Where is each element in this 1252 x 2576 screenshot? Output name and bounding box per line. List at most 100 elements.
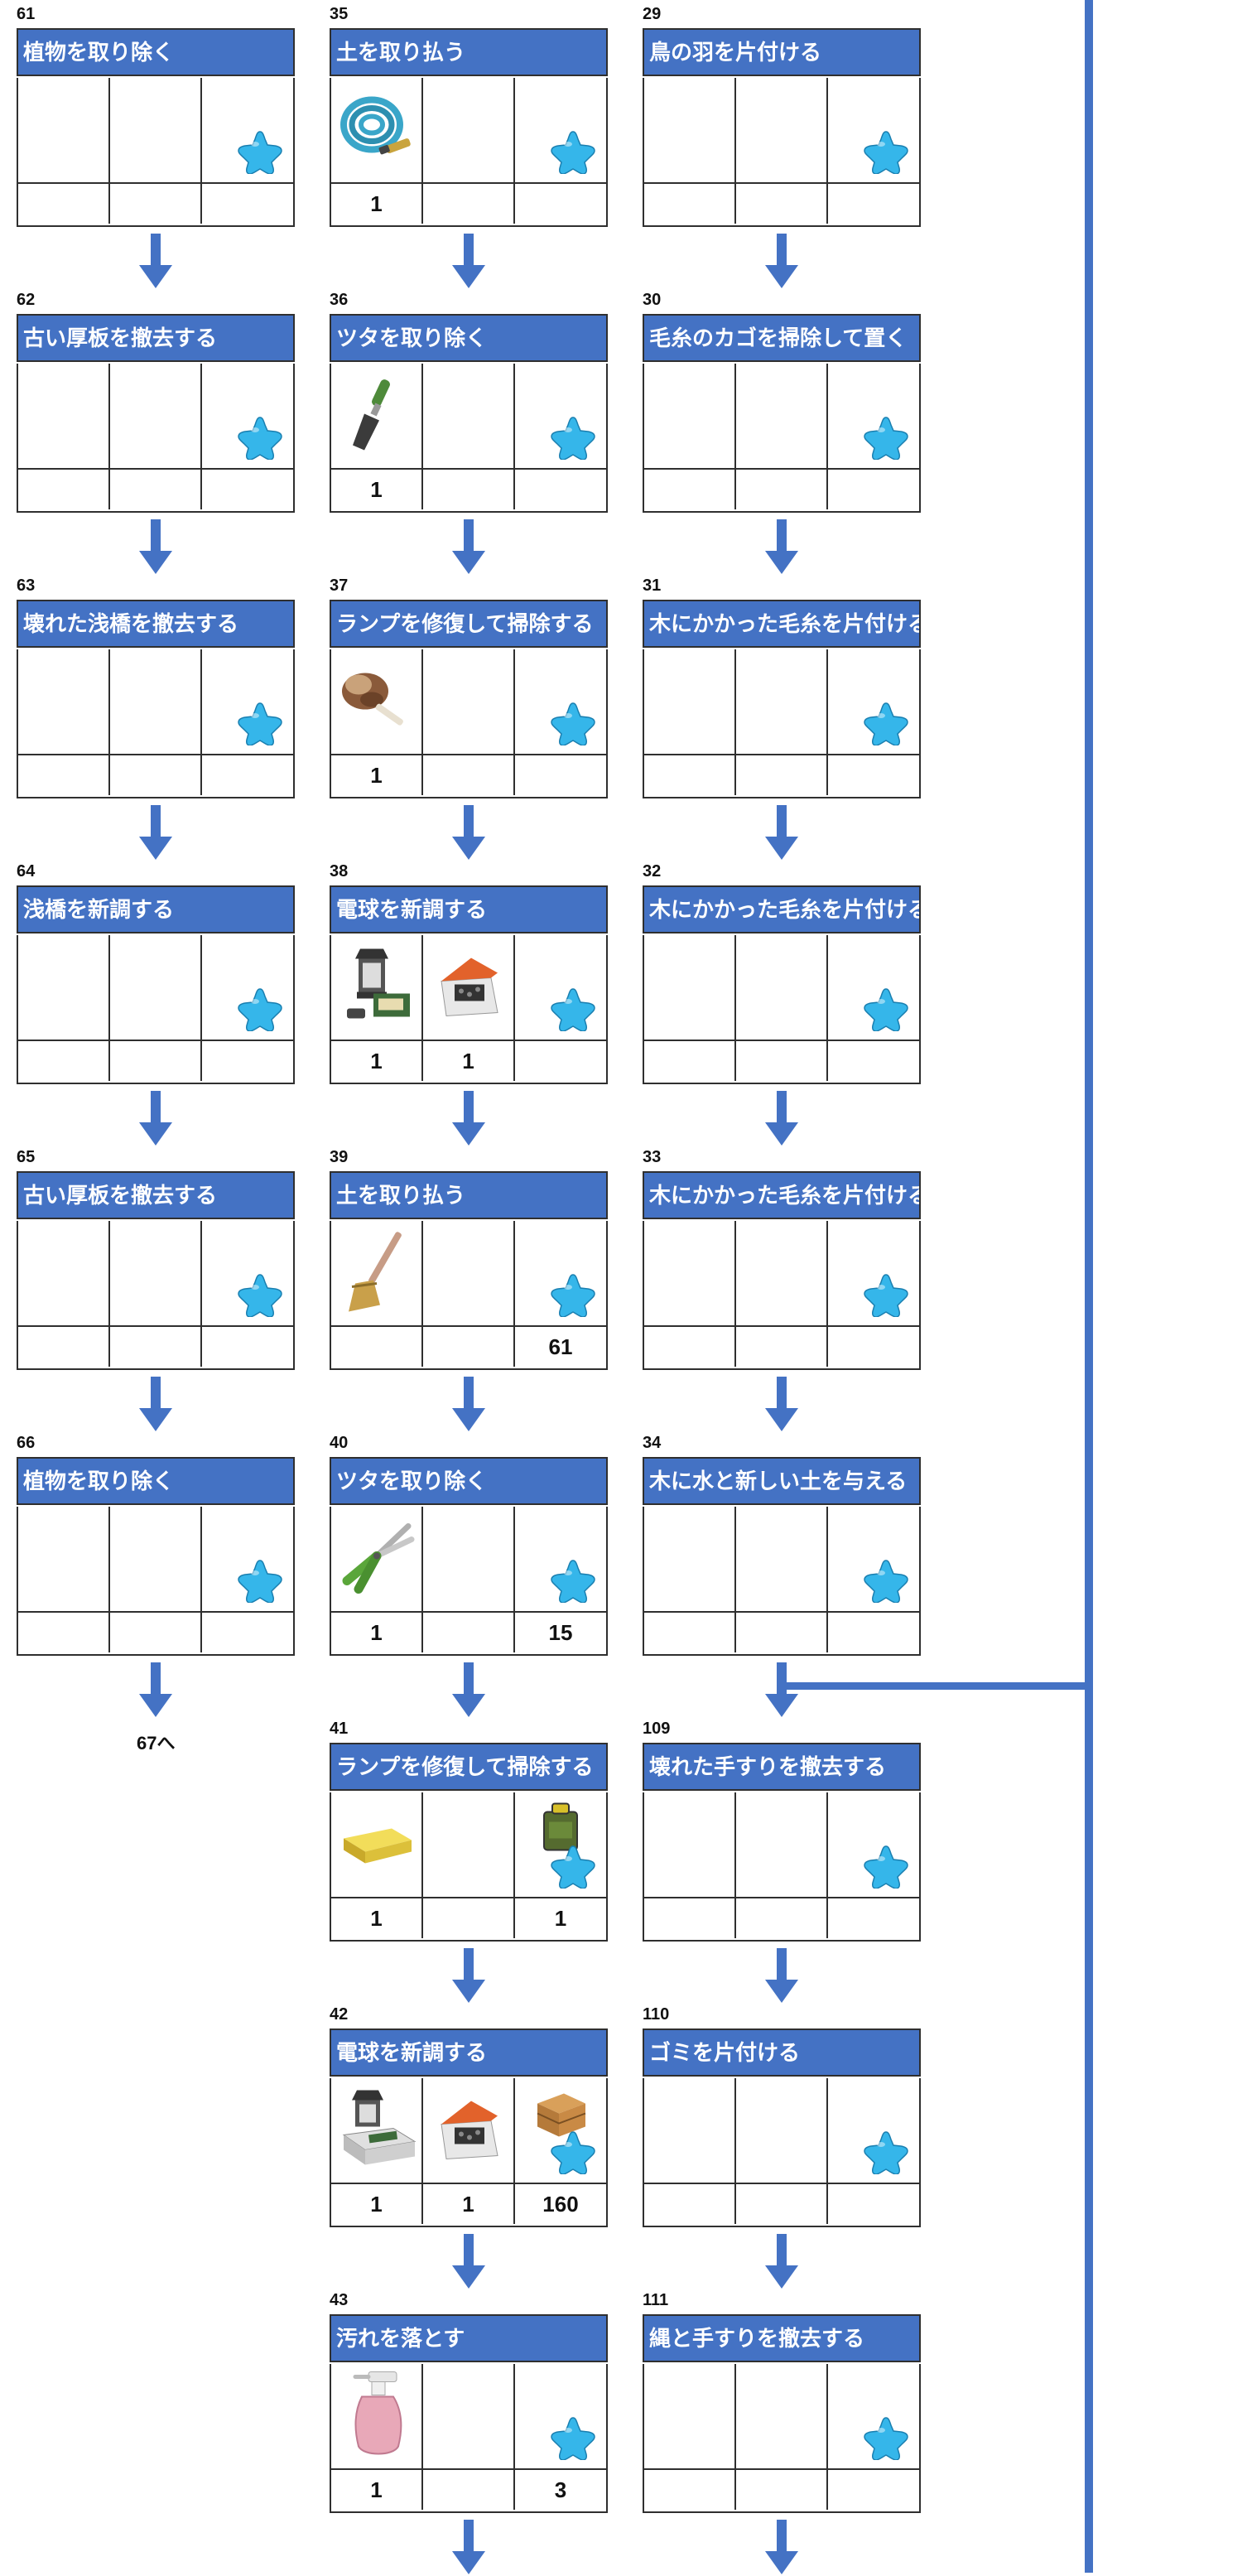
task-title: 植物を取り除く bbox=[17, 1457, 295, 1505]
task-card: 110 ゴミを片付ける bbox=[643, 2005, 921, 2229]
requirement-count: 1 bbox=[331, 184, 423, 224]
requirement-slot bbox=[423, 649, 515, 755]
requirement-count bbox=[736, 2184, 828, 2224]
requirement-slot bbox=[644, 1792, 736, 1898]
task-title: 植物を取り除く bbox=[17, 28, 295, 76]
task-requirements-grid bbox=[17, 649, 295, 798]
task-requirements-grid bbox=[643, 364, 921, 513]
task-number: 39 bbox=[330, 1148, 349, 1166]
flow-arrow-icon bbox=[452, 1377, 485, 1431]
toolbox-icon bbox=[431, 2091, 506, 2170]
requirement-count bbox=[18, 1041, 110, 1081]
connector-branch-line bbox=[778, 1682, 1089, 1690]
task-title: 古い厚板を撤去する bbox=[17, 314, 295, 362]
task-number: 30 bbox=[643, 291, 662, 309]
task-requirements-grid: 61 bbox=[330, 1221, 608, 1370]
requirement-slot bbox=[644, 364, 736, 470]
task-title: 縄と手すりを撤去する bbox=[643, 2314, 921, 2362]
requirement-slot bbox=[18, 78, 110, 184]
requirement-slot bbox=[423, 2078, 515, 2184]
flow-arrow-icon bbox=[765, 1091, 798, 1146]
task-number: 35 bbox=[330, 5, 349, 23]
flow-arrow-icon bbox=[765, 805, 798, 860]
flow-arrow-icon bbox=[452, 2234, 485, 2289]
requirement-count bbox=[644, 2470, 736, 2510]
requirement-slot bbox=[110, 649, 202, 755]
spray-bottle-icon bbox=[344, 2369, 410, 2464]
task-number: 109 bbox=[643, 1720, 671, 1738]
requirement-slot bbox=[515, 935, 606, 1041]
requirement-slot bbox=[515, 1507, 606, 1613]
task-card: 35 土を取り払う 1 bbox=[330, 5, 608, 229]
flow-arrow-icon bbox=[452, 1662, 485, 1717]
requirement-slot bbox=[736, 2078, 828, 2184]
task-title: 毛糸のカゴを掃除して置く bbox=[643, 314, 921, 362]
toolbox-icon bbox=[431, 948, 506, 1027]
task-title: 木に水と新しい土を与える bbox=[643, 1457, 921, 1505]
requirement-slot bbox=[202, 364, 293, 470]
task-number: 111 bbox=[643, 2291, 669, 2309]
task-title: ゴミを片付ける bbox=[643, 2028, 921, 2077]
flow-arrow-icon bbox=[139, 519, 172, 574]
task-number: 31 bbox=[643, 576, 662, 595]
requirement-slot bbox=[110, 935, 202, 1041]
requirement-slot bbox=[423, 1507, 515, 1613]
flow-arrow-icon bbox=[765, 2234, 798, 2289]
requirement-slot bbox=[423, 1221, 515, 1327]
task-number: 61 bbox=[17, 5, 36, 23]
requirement-count: 1 bbox=[331, 1898, 423, 1938]
requirement-slot bbox=[515, 364, 606, 470]
requirement-count: 1 bbox=[331, 1041, 423, 1081]
task-number: 110 bbox=[643, 2005, 670, 2024]
star-icon bbox=[551, 1274, 595, 1317]
requirement-slot bbox=[515, 1221, 606, 1327]
task-card: 64 浅橋を新調する bbox=[17, 862, 295, 1086]
task-title: 木にかかった毛糸を片付ける bbox=[643, 885, 921, 933]
requirement-slot bbox=[202, 78, 293, 184]
requirement-slot bbox=[736, 364, 828, 470]
requirement-count: 61 bbox=[548, 1334, 573, 1359]
task-number: 38 bbox=[330, 862, 349, 880]
task-number: 66 bbox=[17, 1434, 36, 1452]
requirement-count: 1 bbox=[331, 470, 423, 509]
requirement-slot bbox=[331, 78, 423, 184]
task-requirements-grid bbox=[17, 1221, 295, 1370]
task-requirements-grid bbox=[643, 1507, 921, 1656]
requirement-count bbox=[202, 1041, 293, 1081]
task-card: 34 木に水と新しい土を与える bbox=[643, 1434, 921, 1657]
requirement-count bbox=[331, 1327, 423, 1367]
requirement-count bbox=[828, 470, 919, 509]
star-icon bbox=[238, 1274, 282, 1317]
requirement-count bbox=[423, 1898, 515, 1938]
requirement-count bbox=[515, 470, 606, 509]
requirement-count bbox=[515, 1041, 606, 1081]
requirement-slot bbox=[828, 1507, 919, 1613]
requirement-slot bbox=[110, 78, 202, 184]
task-requirements-grid bbox=[17, 78, 295, 227]
requirement-slot bbox=[331, 649, 423, 755]
requirement-slot bbox=[736, 2364, 828, 2470]
requirement-slot bbox=[110, 1221, 202, 1327]
requirement-count bbox=[644, 470, 736, 509]
requirement-slot bbox=[202, 1507, 293, 1613]
requirement-slot bbox=[644, 2364, 736, 2470]
requirement-count: 160 bbox=[542, 2192, 579, 2217]
requirement-slot bbox=[828, 1792, 919, 1898]
task-requirements-grid bbox=[643, 1221, 921, 1370]
requirement-slot bbox=[515, 1792, 606, 1898]
requirement-count bbox=[644, 1327, 736, 1367]
requirement-count bbox=[18, 755, 110, 795]
requirement-slot bbox=[423, 2364, 515, 2470]
lantern-kit-icon bbox=[337, 944, 417, 1031]
requirement-count: 1 bbox=[423, 1041, 515, 1081]
requirement-slot bbox=[515, 649, 606, 755]
requirement-slot bbox=[18, 649, 110, 755]
task-number: 34 bbox=[643, 1434, 662, 1452]
requirement-slot bbox=[515, 2078, 606, 2184]
requirement-count: 1 bbox=[554, 1906, 567, 1931]
